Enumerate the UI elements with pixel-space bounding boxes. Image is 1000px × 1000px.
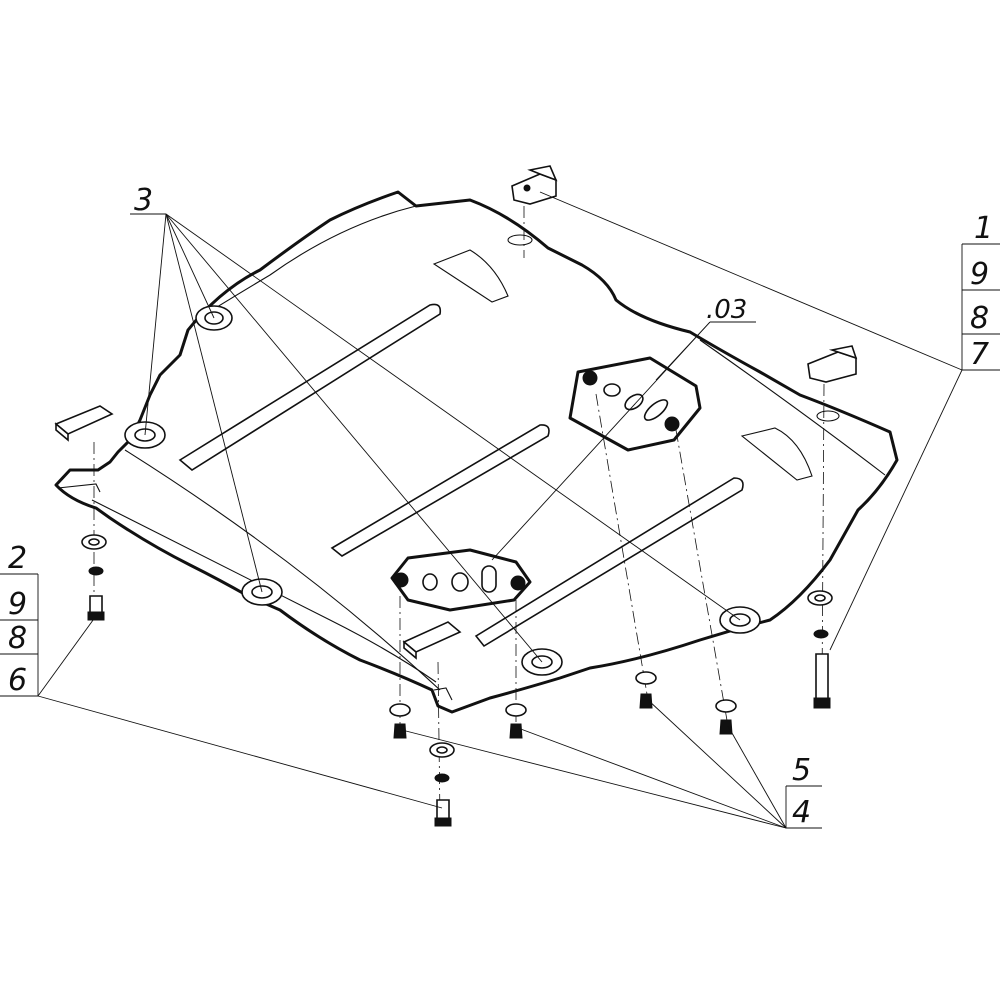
- bracket-top: [511, 165, 558, 205]
- fastener-stack-bottom: [429, 742, 455, 827]
- callout-8-left: 8: [8, 621, 27, 656]
- top-fold-line: [195, 205, 417, 321]
- hatch-upper-slot-3: [643, 399, 669, 421]
- hatch-lower-bolt-left: [393, 572, 409, 588]
- hatch-lower-slot-1: [422, 573, 438, 591]
- access-hatch-lower: [390, 548, 532, 612]
- hatch-upper-bolt-right: [664, 416, 680, 432]
- callout-6: 6: [8, 663, 27, 698]
- slot-top: [507, 234, 533, 246]
- leader-lines: [0, 191, 1000, 829]
- rib-2: [330, 424, 550, 557]
- skid-plate-outline: [54, 190, 899, 714]
- nut-set-4: [715, 699, 737, 735]
- callout-7: 7: [970, 337, 989, 372]
- rib-3: [474, 477, 744, 648]
- lock-washer-left: [88, 566, 104, 576]
- cutout-right-trapezoid: [740, 427, 813, 481]
- fastener-stack-right: [807, 590, 833, 709]
- callout-5: 5: [792, 753, 811, 788]
- callout-4: 4: [792, 795, 811, 830]
- hatch-upper-bolt-left: [582, 370, 598, 386]
- callout-03: .03: [706, 295, 747, 325]
- callout-1: 1: [974, 211, 993, 246]
- hatch-lower-bolt-right: [510, 575, 526, 591]
- hatch-lower-slot-3: [481, 565, 497, 593]
- nut-sets: [389, 671, 737, 739]
- brackets: [54, 165, 858, 660]
- nut-set-3: [635, 671, 657, 709]
- callout-9-right: 9: [970, 257, 989, 292]
- bottom-inner-edge: [91, 499, 437, 683]
- notch-left: [57, 483, 101, 493]
- nut-set-2: [505, 703, 527, 739]
- hatch-lower-slot-2: [451, 572, 469, 592]
- fastener-stack-left: [81, 534, 107, 621]
- mount-point-2: [124, 421, 166, 449]
- skid-plate: [54, 190, 899, 714]
- cutout-left-trapezoid: [432, 249, 509, 303]
- lock-washer-bottom: [434, 773, 450, 783]
- rib-1: [178, 303, 442, 471]
- callout-9-left: 9: [8, 587, 27, 622]
- slot-right: [816, 410, 840, 422]
- right-fold-line: [699, 339, 886, 476]
- left-fold-line: [124, 449, 441, 691]
- bracket-right: [807, 345, 858, 383]
- callout-8-right: 8: [970, 301, 989, 336]
- plate-left: [54, 405, 114, 442]
- hatch-upper-slot-1: [603, 383, 621, 397]
- long-bolt-right: [815, 653, 829, 703]
- callout-labels: 3 .03 1 9 8 7 2 9 8 6 5 4: [8, 183, 993, 830]
- lock-washer-right: [813, 629, 829, 639]
- nut-set-1: [389, 703, 411, 739]
- plate-lower: [402, 621, 462, 660]
- callout-3: 3: [134, 183, 153, 218]
- callout-2: 2: [8, 541, 27, 576]
